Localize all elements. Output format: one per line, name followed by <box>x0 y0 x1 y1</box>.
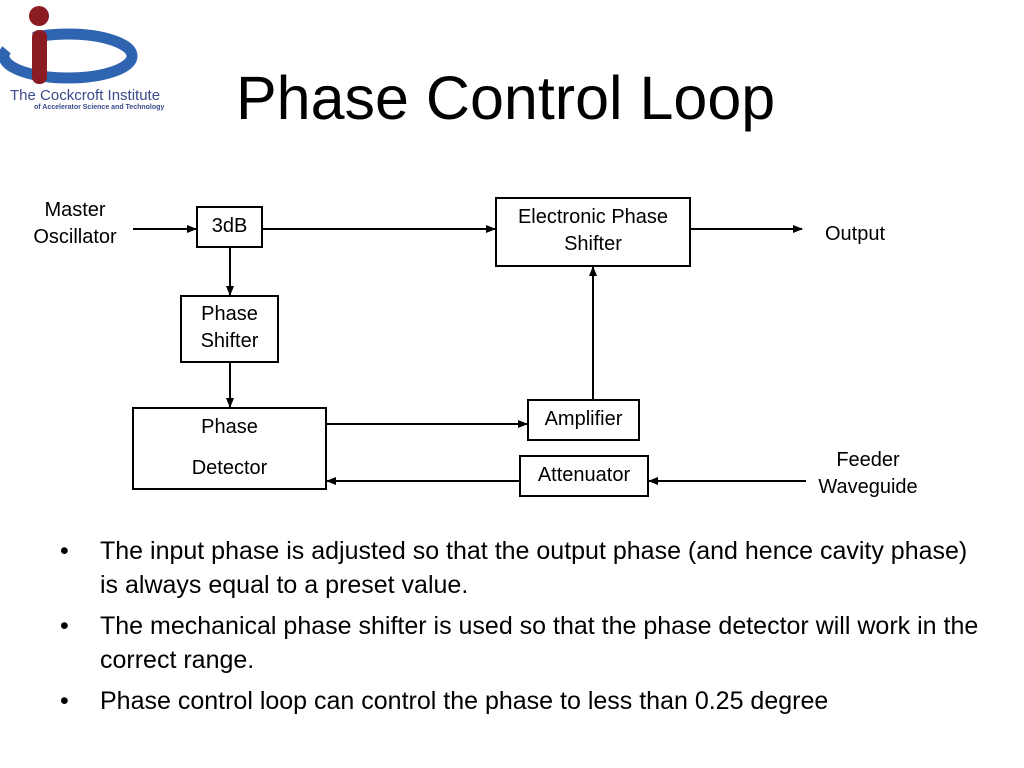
bullet-text: Phase control loop can control the phase… <box>100 687 829 715</box>
bullet-text: The input phase is adjusted so that the … <box>100 537 968 599</box>
label-master-oscillator-text: Master Oscillator <box>33 199 117 248</box>
logo-name: The Cockcroft Institute <box>10 87 161 104</box>
bullet-item: • The mechanical phase shifter is used s… <box>60 609 980 677</box>
cockcroft-logo: The Cockcroft Institute of Accelerator S… <box>0 0 200 130</box>
block-amplifier-label: Amplifier <box>544 408 623 430</box>
label-feeder-waveguide-text: Feeder Waveguide <box>818 449 918 498</box>
block-phase-detector-label-1: Phase <box>201 416 258 438</box>
bullet-text: The mechanical phase shifter is used so … <box>100 612 979 674</box>
block-phase-detector-label-2: Detector <box>191 457 268 479</box>
logo-emblem <box>0 6 138 84</box>
logo-tagline: of Accelerator Science and Technology <box>34 104 165 111</box>
block-attenuator-label: Attenuator <box>537 464 631 486</box>
bullet-dot: • <box>60 687 69 715</box>
bullet-dot: • <box>60 537 69 565</box>
label-master-oscillator: Master Oscillator <box>28 197 122 251</box>
box-phase-detector <box>132 407 327 490</box>
box-amplifier <box>527 399 640 441</box>
block-phase-shifter-label: Phase Shifter <box>200 303 259 352</box>
box-attenuator <box>519 455 649 497</box>
block-3db-label: 3dB <box>211 215 248 237</box>
bullet-item: • Phase control loop can control the pha… <box>60 684 980 718</box>
slide-title: Phase Control Loop <box>236 64 776 132</box>
bullet-item: • The input phase is adjusted so that th… <box>60 534 980 602</box>
label-feeder-waveguide: Feeder Waveguide <box>808 447 928 501</box>
bullet-dot: • <box>60 612 69 640</box>
block-electronic-phase-shifter-label: Electronic Phase Shifter <box>517 206 669 255</box>
bullet-list: • The input phase is adjusted so that th… <box>60 534 980 725</box>
label-output: Output <box>824 223 886 245</box>
